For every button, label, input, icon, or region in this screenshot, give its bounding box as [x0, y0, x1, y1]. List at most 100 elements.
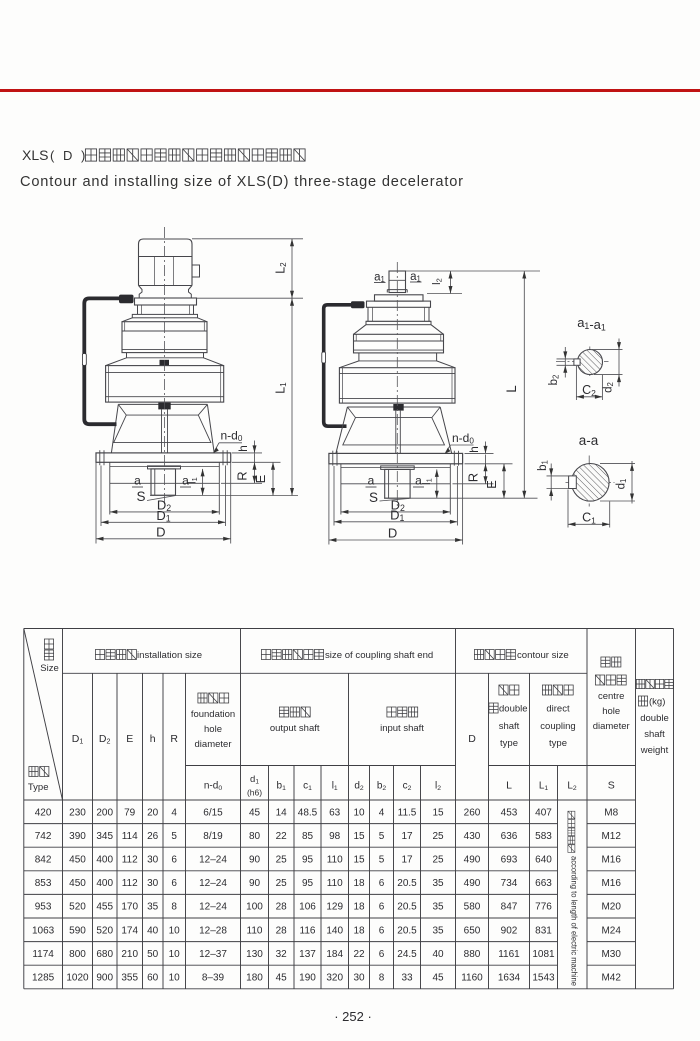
svg-text:11.5: 11.5 [398, 807, 417, 818]
svg-text:a: a [182, 474, 189, 488]
svg-text:800: 800 [69, 949, 86, 960]
svg-text:M12: M12 [601, 831, 621, 842]
svg-text:input shaft: input shaft [380, 723, 424, 734]
svg-text:130: 130 [246, 949, 263, 960]
svg-text:40: 40 [432, 949, 444, 960]
svg-text:a: a [415, 474, 422, 488]
svg-text:D: D [468, 733, 476, 745]
svg-text:(h6): (h6) [247, 788, 262, 798]
svg-text:R: R [235, 471, 250, 480]
svg-text:output shaft: output shaft [270, 723, 320, 734]
svg-text:1020: 1020 [66, 973, 89, 984]
svg-text:45: 45 [432, 973, 444, 984]
svg-text:5: 5 [379, 855, 385, 866]
svg-text:355: 355 [121, 973, 138, 984]
svg-text:847: 847 [501, 902, 518, 913]
svg-text:diameter: diameter [593, 721, 630, 732]
svg-text:Size: Size [40, 663, 58, 674]
svg-text:n-d0: n-d0 [204, 781, 222, 792]
svg-text:L2: L2 [567, 781, 577, 792]
svg-text:a: a [134, 474, 141, 488]
svg-text:L: L [504, 385, 519, 393]
svg-text:450: 450 [69, 855, 86, 866]
svg-text:b1: b1 [537, 460, 550, 471]
svg-text:direct: direct [546, 704, 570, 715]
svg-text:853: 853 [35, 878, 52, 889]
svg-text:28: 28 [276, 925, 288, 936]
svg-text:30: 30 [353, 973, 365, 984]
svg-text:25: 25 [432, 855, 444, 866]
svg-text:490: 490 [464, 878, 481, 889]
svg-text:40: 40 [147, 925, 159, 936]
svg-text:8–39: 8–39 [202, 973, 225, 984]
svg-text:100: 100 [246, 902, 263, 913]
svg-text:110: 110 [327, 855, 343, 866]
svg-text:n-d0: n-d0 [221, 429, 243, 444]
svg-text:640: 640 [535, 855, 552, 866]
svg-text:d2: d2 [354, 781, 364, 792]
svg-text:S: S [369, 490, 378, 505]
svg-text:Type: Type [28, 782, 49, 793]
svg-text:1063: 1063 [32, 925, 55, 936]
svg-text:10: 10 [169, 949, 181, 960]
svg-text:c1: c1 [303, 781, 312, 792]
svg-text:28: 28 [276, 902, 288, 913]
svg-text:1543: 1543 [532, 973, 555, 984]
svg-text:6: 6 [171, 878, 177, 889]
svg-text:10: 10 [169, 925, 181, 936]
svg-text:184: 184 [326, 949, 343, 960]
svg-text:20.5: 20.5 [397, 925, 417, 936]
svg-text:weight: weight [640, 745, 669, 756]
svg-text:17: 17 [401, 831, 413, 842]
svg-text:180: 180 [246, 973, 263, 984]
svg-text:15: 15 [432, 807, 444, 818]
svg-text:842: 842 [35, 855, 52, 866]
svg-text:hole: hole [204, 724, 222, 735]
svg-text:double: double [640, 713, 669, 724]
svg-text:453: 453 [501, 807, 518, 818]
svg-text:M24: M24 [601, 925, 621, 936]
svg-text:E: E [126, 733, 133, 745]
svg-text:25: 25 [432, 831, 444, 842]
svg-text:XLS: XLS [22, 147, 48, 163]
svg-text:6: 6 [379, 902, 385, 913]
svg-text:390: 390 [69, 831, 86, 842]
svg-text:shaft: shaft [644, 729, 665, 740]
svg-text:25: 25 [276, 855, 288, 866]
svg-text:(kg): (kg) [649, 697, 665, 708]
svg-text:80: 80 [249, 831, 261, 842]
svg-text:520: 520 [96, 925, 113, 936]
svg-text:6: 6 [379, 949, 385, 960]
svg-text:22: 22 [353, 949, 365, 960]
svg-text:650: 650 [464, 925, 481, 936]
svg-text:S: S [136, 489, 145, 504]
svg-text:double: double [499, 704, 528, 715]
svg-text:953: 953 [35, 902, 52, 913]
svg-text:831: 831 [535, 925, 552, 936]
svg-text:M16: M16 [601, 878, 621, 889]
svg-text:45: 45 [249, 807, 261, 818]
svg-text:400: 400 [96, 855, 113, 866]
svg-text:6/15: 6/15 [203, 807, 223, 818]
svg-text:35: 35 [432, 902, 444, 913]
svg-text:26: 26 [147, 831, 159, 842]
svg-text:L1: L1 [274, 382, 289, 394]
svg-text:a: a [368, 474, 375, 488]
svg-text:shaft: shaft [499, 721, 520, 732]
svg-text:60: 60 [147, 973, 159, 984]
svg-text:hole: hole [602, 706, 620, 717]
svg-text:63: 63 [329, 807, 341, 818]
svg-text:24.5: 24.5 [397, 949, 417, 960]
svg-text:5: 5 [379, 831, 385, 842]
svg-text:4: 4 [379, 807, 385, 818]
svg-text:D1: D1 [72, 733, 84, 746]
svg-text:diameter: diameter [195, 739, 232, 750]
svg-text:1161: 1161 [498, 949, 520, 960]
svg-text:8/19: 8/19 [203, 831, 223, 842]
svg-text:n-d0: n-d0 [452, 431, 474, 446]
svg-text:R: R [466, 473, 481, 482]
svg-text:M16: M16 [601, 855, 621, 866]
svg-text:8: 8 [379, 973, 385, 984]
svg-text:95: 95 [302, 878, 314, 889]
svg-text:174: 174 [121, 925, 138, 936]
